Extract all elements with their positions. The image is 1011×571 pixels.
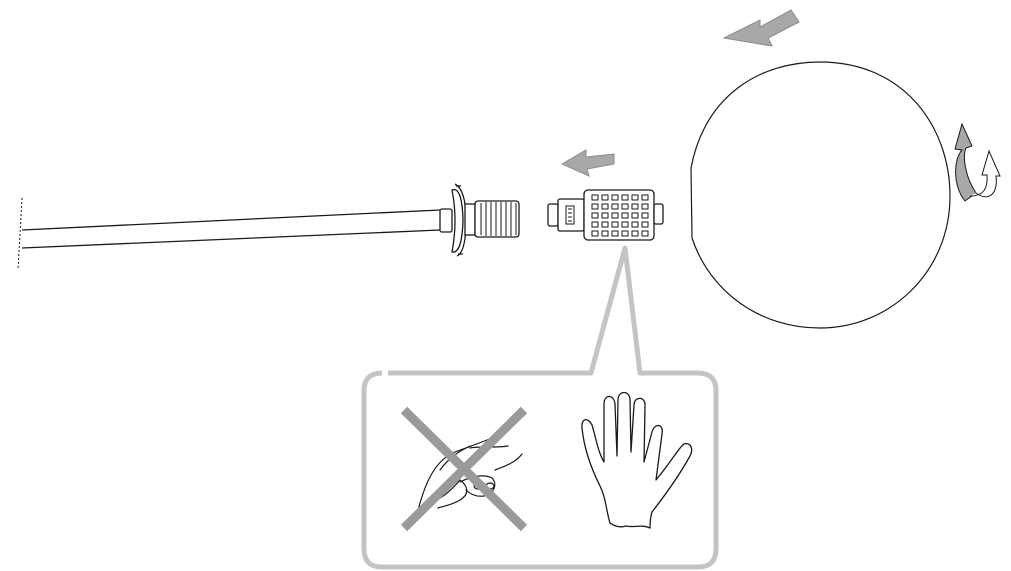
socket-icon bbox=[439, 183, 520, 257]
globe-move-arrow-icon bbox=[722, 9, 800, 47]
insert-arrow-icon bbox=[560, 149, 615, 177]
rotate-arrow-icon bbox=[954, 122, 1001, 202]
callout-frame bbox=[361, 245, 719, 570]
glass-globe-icon bbox=[690, 61, 951, 329]
g9-bulb-icon bbox=[547, 189, 664, 241]
wear-glove-icon bbox=[581, 391, 693, 529]
rod bbox=[17, 197, 441, 271]
do-not-touch-bare-hand-icon bbox=[400, 406, 528, 532]
